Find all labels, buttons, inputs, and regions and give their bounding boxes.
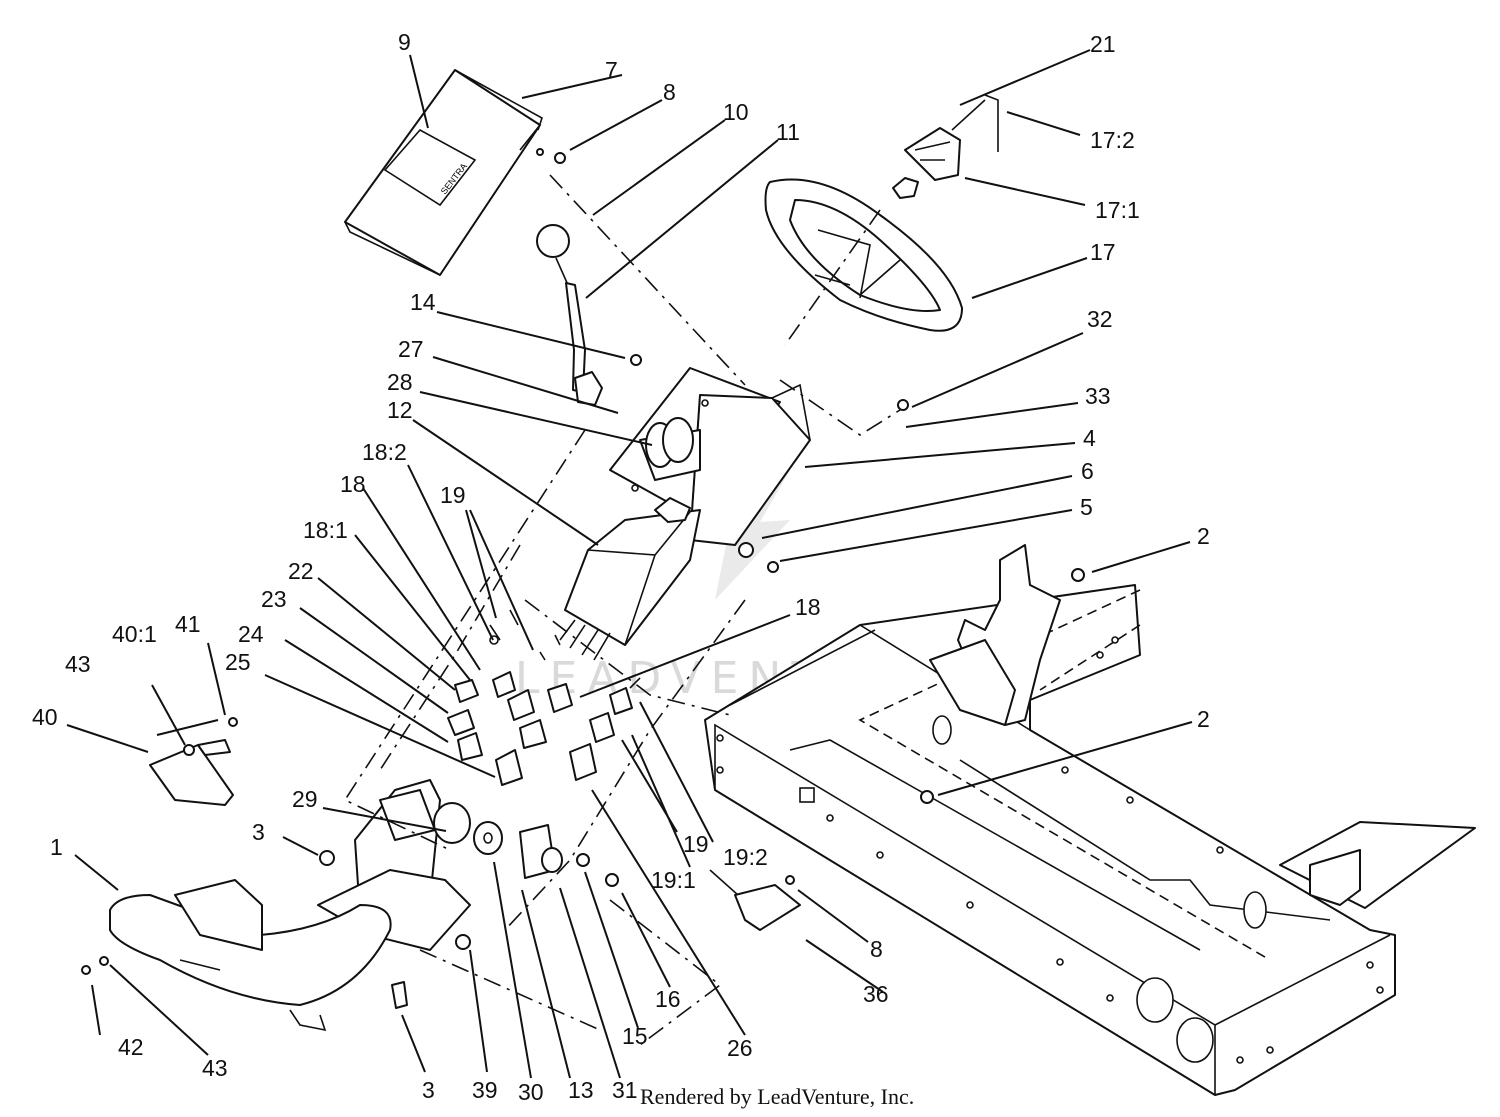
shift-lever bbox=[536, 224, 603, 406]
center-lines bbox=[343, 174, 901, 1046]
wheel-nut bbox=[892, 177, 919, 199]
callout-9: 9 bbox=[398, 29, 411, 55]
callout-12: 12 bbox=[387, 397, 413, 423]
callout-labels: 9 7 8 10 11 21 17:2 17:1 17 32 33 4 6 5 … bbox=[32, 29, 1210, 1105]
callout-17-1: 17:1 bbox=[1095, 197, 1140, 223]
callout-43-bottom: 43 bbox=[202, 1055, 228, 1081]
callout-19-2: 19:2 bbox=[723, 844, 768, 870]
small-cover bbox=[709, 869, 801, 931]
pedal-assembly bbox=[317, 779, 619, 1009]
callout-39: 39 bbox=[472, 1077, 498, 1103]
callout-17: 17 bbox=[1090, 239, 1116, 265]
callout-15: 15 bbox=[622, 1023, 648, 1049]
steering-column bbox=[559, 367, 811, 661]
callout-27: 27 bbox=[398, 336, 424, 362]
callout-41: 41 bbox=[175, 611, 201, 637]
callout-19-top: 19 bbox=[440, 482, 466, 508]
callout-8-top: 8 bbox=[663, 79, 676, 105]
callout-7: 7 bbox=[605, 57, 618, 83]
callout-30: 30 bbox=[518, 1079, 544, 1105]
callout-23: 23 bbox=[261, 586, 287, 612]
callout-24: 24 bbox=[238, 621, 264, 647]
shield-plate bbox=[149, 717, 238, 806]
callout-5: 5 bbox=[1080, 494, 1093, 520]
callout-19-lower: 19 bbox=[683, 831, 709, 857]
callout-18-left: 18 bbox=[340, 471, 366, 497]
callout-13: 13 bbox=[568, 1077, 594, 1103]
callout-6: 6 bbox=[1081, 458, 1094, 484]
leader-lines bbox=[66, 49, 1193, 1079]
callout-31: 31 bbox=[612, 1077, 638, 1103]
callout-22: 22 bbox=[288, 558, 314, 584]
callout-42: 42 bbox=[118, 1034, 144, 1060]
callout-21: 21 bbox=[1090, 31, 1116, 57]
callout-17-2: 17:2 bbox=[1090, 127, 1135, 153]
frame-assembly bbox=[704, 544, 1476, 1096]
bolt-3 bbox=[319, 850, 335, 866]
callout-26: 26 bbox=[727, 1035, 753, 1061]
callout-19-1: 19:1 bbox=[651, 867, 696, 893]
callout-25: 25 bbox=[225, 649, 251, 675]
steering-wheel bbox=[764, 127, 963, 332]
callout-11: 11 bbox=[776, 119, 800, 145]
callout-43-top: 43 bbox=[65, 651, 91, 677]
callout-14: 14 bbox=[410, 289, 436, 315]
callout-3-lower: 3 bbox=[422, 1077, 435, 1103]
callout-4: 4 bbox=[1083, 425, 1096, 451]
callout-18-1: 18:1 bbox=[303, 517, 348, 543]
credit-text: Rendered by LeadVenture, Inc. bbox=[640, 1084, 914, 1109]
callout-18-right: 18 bbox=[795, 594, 821, 620]
callout-36: 36 bbox=[863, 981, 889, 1007]
callout-16: 16 bbox=[655, 986, 681, 1012]
callout-28: 28 bbox=[387, 369, 413, 395]
callout-33: 33 bbox=[1085, 383, 1111, 409]
dash-cover: SENTRA bbox=[344, 69, 543, 276]
callout-1: 1 bbox=[50, 834, 63, 860]
callout-2-lower: 2 bbox=[1197, 706, 1210, 732]
callout-29: 29 bbox=[292, 786, 318, 812]
wheel-cap bbox=[904, 127, 961, 181]
main-frame bbox=[704, 584, 1396, 1096]
hardware bbox=[81, 94, 1085, 975]
callout-10: 10 bbox=[723, 99, 749, 125]
callout-40-1: 40:1 bbox=[112, 621, 157, 647]
callout-3-upper: 3 bbox=[252, 819, 265, 845]
callout-40: 40 bbox=[32, 704, 58, 730]
connector-cluster bbox=[447, 609, 641, 786]
callout-2-upper: 2 bbox=[1197, 523, 1210, 549]
callout-32: 32 bbox=[1087, 306, 1113, 332]
callout-8-bottom: 8 bbox=[870, 936, 883, 962]
callout-18-2: 18:2 bbox=[362, 439, 407, 465]
foot-pedal bbox=[109, 879, 392, 1032]
column-housing bbox=[689, 394, 811, 546]
